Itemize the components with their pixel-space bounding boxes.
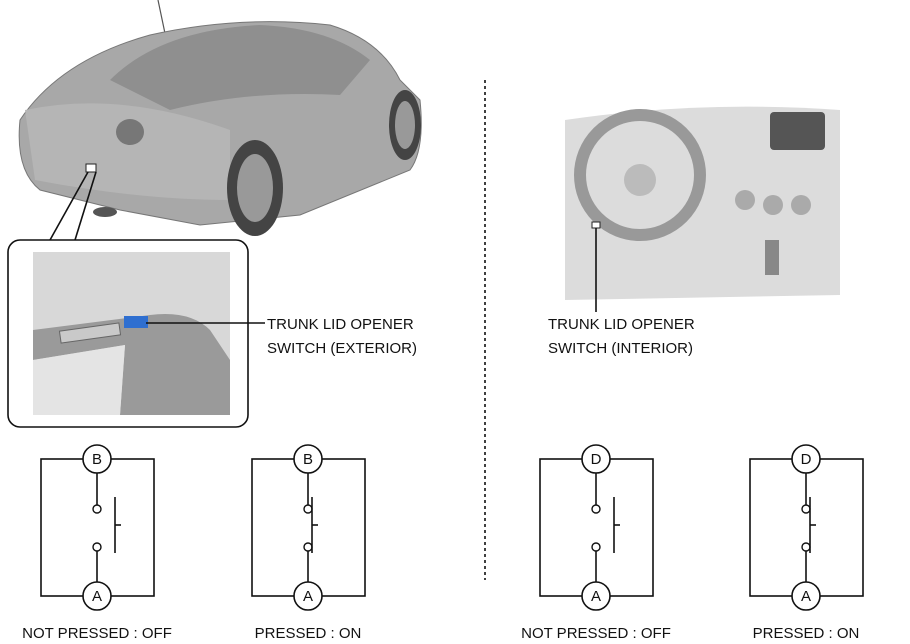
exterior-switch-closeup: [33, 252, 230, 415]
switch-schematic: B A NOT PRESSED : OFF: [22, 444, 172, 642]
terminal-bottom-label: A: [92, 588, 102, 605]
terminal-bottom-label: A: [801, 588, 811, 605]
contact-bottom: [801, 542, 811, 552]
terminal-top-circle: [581, 444, 611, 474]
switch-schematic: D A NOT PRESSED : OFF: [521, 444, 671, 642]
terminal-top-label: D: [801, 451, 812, 468]
interior-callout-line1: TRUNK LID OPENER: [548, 316, 695, 333]
terminal-bottom-label: A: [303, 588, 313, 605]
terminal-top-label: B: [303, 451, 313, 468]
interior-dashboard-illustration: [565, 106, 840, 301]
switch-state-label: NOT PRESSED : OFF: [521, 625, 671, 642]
switch-state-label: PRESSED : ON: [753, 625, 860, 642]
contact-top: [591, 504, 601, 514]
exterior-callout-line1: TRUNK LID OPENER: [267, 316, 414, 333]
terminal-top-circle: [293, 444, 323, 474]
terminal-bottom-circle: [82, 581, 112, 611]
exterior-switch-highlight: [124, 316, 148, 328]
contact-top: [303, 504, 313, 514]
exterior-callout-line2: SWITCH (EXTERIOR): [267, 340, 417, 357]
terminal-top-circle: [791, 444, 821, 474]
switch-schematic: B A PRESSED : ON: [251, 444, 366, 642]
terminal-bottom-circle: [581, 581, 611, 611]
contact-bottom: [92, 542, 102, 552]
switch-schematic: D A PRESSED : ON: [749, 444, 864, 642]
contact-top: [801, 504, 811, 514]
terminal-top-label: D: [591, 451, 602, 468]
terminal-top-label: B: [92, 451, 102, 468]
car-rear-illustration: [18, 0, 422, 236]
interior-callout-line2: SWITCH (INTERIOR): [548, 340, 693, 357]
switch-state-label: NOT PRESSED : OFF: [22, 625, 172, 642]
terminal-bottom-circle: [791, 581, 821, 611]
switch-state-label: PRESSED : ON: [255, 625, 362, 642]
terminal-bottom-circle: [293, 581, 323, 611]
terminal-top-circle: [82, 444, 112, 474]
terminal-bottom-label: A: [591, 588, 601, 605]
contact-top: [92, 504, 102, 514]
contact-bottom: [591, 542, 601, 552]
contact-bottom: [303, 542, 313, 552]
